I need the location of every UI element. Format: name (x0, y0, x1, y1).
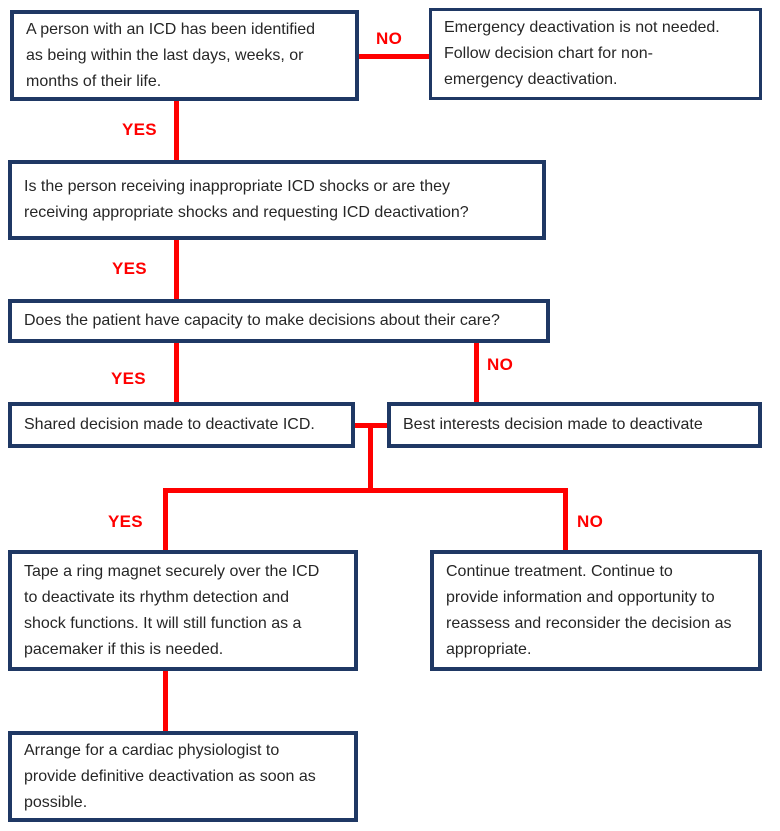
node-shared-decision: Shared decision made to deactivate ICD. (8, 402, 355, 448)
node-cardiac-physiologist-text: Arrange for a cardiac physiologist to pr… (24, 741, 316, 811)
connector-capacity-to-bestinterests (474, 343, 479, 403)
node-best-interests-decision-text: Best interests decision made to deactiva… (403, 416, 703, 433)
node-icd-identified: A person with an ICD has been identified… (10, 10, 359, 101)
edge-label-yes-1: YES (122, 120, 157, 139)
node-shocks-question: Is the person receiving inappropriate IC… (8, 160, 546, 240)
edge-label-no-continue: NO (577, 512, 604, 531)
edge-label-yes-2: YES (112, 259, 147, 278)
node-capacity-question-text: Does the patient have capacity to make d… (24, 312, 500, 329)
connector-branch-to-magnet (163, 490, 168, 551)
connector-capacity-to-shared (174, 343, 179, 403)
node-shocks-question-text: Is the person receiving inappropriate IC… (24, 178, 469, 221)
node-continue-treatment-text: Continue treatment. Continue to provide … (446, 562, 732, 658)
node-icd-identified-text: A person with an ICD has been identified… (26, 20, 316, 90)
edge-label-yes-3: YES (111, 369, 146, 388)
connector-shocks-to-capacity (174, 240, 179, 301)
edge-label-no-capacity: NO (487, 355, 514, 374)
node-ring-magnet-text: Tape a ring magnet securely over the ICD… (24, 562, 320, 658)
connector-branch-to-continue (563, 490, 568, 551)
connector-branch-bar (163, 488, 568, 493)
node-capacity-question: Does the patient have capacity to make d… (8, 299, 550, 343)
edge-label-yes-magnet: YES (108, 512, 143, 531)
connector-identified-to-noemergency (359, 54, 429, 59)
node-cardiac-physiologist: Arrange for a cardiac physiologist to pr… (8, 731, 358, 822)
node-continue-treatment: Continue treatment. Continue to provide … (430, 550, 762, 671)
node-best-interests-decision: Best interests decision made to deactiva… (387, 402, 762, 448)
connector-identified-to-shocks (174, 101, 179, 161)
node-ring-magnet: Tape a ring magnet securely over the ICD… (8, 550, 358, 671)
node-no-emergency-needed: Emergency deactivation is not needed. Fo… (429, 8, 762, 100)
node-shared-decision-text: Shared decision made to deactivate ICD. (24, 416, 315, 433)
connector-magnet-to-physiologist (163, 671, 168, 732)
node-no-emergency-needed-text: Emergency deactivation is not needed. Fo… (444, 19, 720, 88)
connector-bridge-drop (368, 425, 373, 491)
edge-label-no-top: NO (376, 29, 403, 48)
